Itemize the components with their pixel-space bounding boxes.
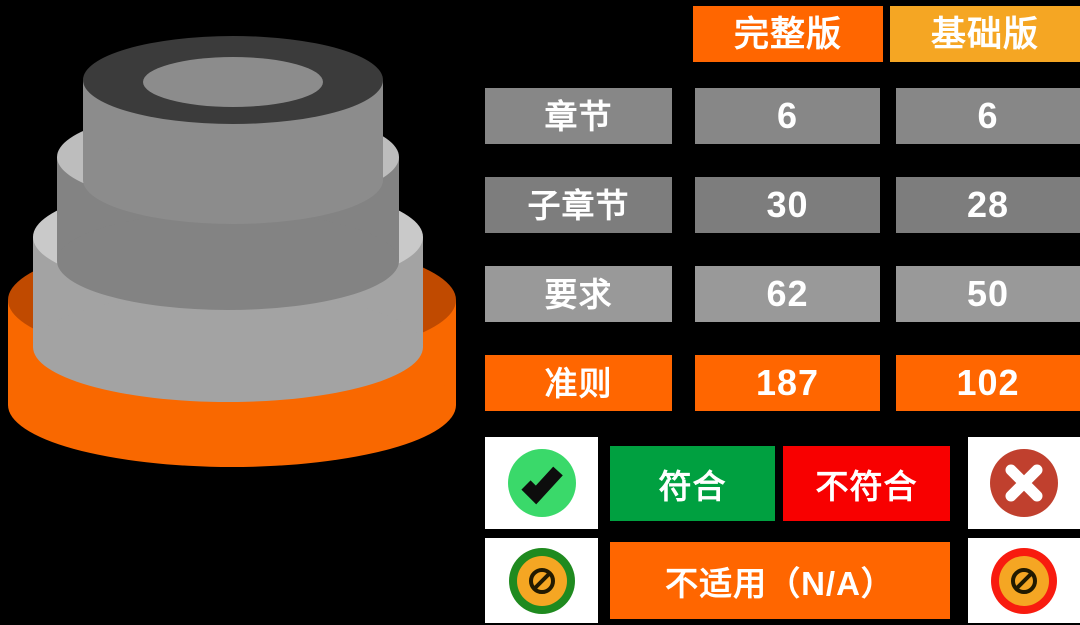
row-label-requirements: 要求 bbox=[485, 266, 672, 322]
legend-row-compliance: 符合 不符合 bbox=[485, 437, 1080, 529]
green-check-circle-icon bbox=[507, 449, 576, 517]
row-value-criteria-full: 187 bbox=[695, 355, 880, 411]
legend-label-pass: 符合 bbox=[610, 446, 775, 521]
red-ring-prohibited-tile bbox=[968, 538, 1080, 623]
legend-label-fail: 不符合 bbox=[783, 446, 950, 521]
tiered-layers-3d-graphic bbox=[0, 0, 480, 520]
row-value-subchapters-full: 30 bbox=[695, 177, 880, 233]
legend-row-not-applicable: 不适用（N/A） bbox=[485, 538, 1080, 623]
tier-top bbox=[83, 36, 383, 224]
red-ring-prohibited-icon bbox=[991, 547, 1057, 614]
table-row: 子章节 30 28 bbox=[485, 177, 1080, 233]
row-value-chapters-basic: 6 bbox=[896, 88, 1080, 144]
row-label-criteria: 准则 bbox=[485, 355, 672, 411]
red-cross-tile bbox=[968, 437, 1080, 529]
red-cross-circle-icon bbox=[990, 449, 1058, 517]
row-value-criteria-basic: 102 bbox=[896, 355, 1080, 411]
table-row: 要求 62 50 bbox=[485, 266, 1080, 322]
comparison-table: 完整版 基础版 章节 6 6 子章节 30 28 要求 62 50 准则 187… bbox=[485, 6, 1080, 414]
header-cell-full[interactable]: 完整版 bbox=[693, 6, 883, 62]
green-ring-prohibited-tile bbox=[485, 538, 598, 623]
green-check-tile bbox=[485, 437, 598, 529]
table-header-row: 完整版 基础版 bbox=[485, 6, 1080, 62]
row-label-chapters: 章节 bbox=[485, 88, 672, 144]
header-cell-blank bbox=[485, 6, 672, 62]
header-cell-basic[interactable]: 基础版 bbox=[890, 6, 1080, 62]
tiered-layers-icon bbox=[8, 36, 456, 467]
row-value-requirements-full: 62 bbox=[695, 266, 880, 322]
row-label-subchapters: 子章节 bbox=[485, 177, 672, 233]
green-ring-prohibited-icon bbox=[508, 547, 575, 614]
legend: 符合 不符合 不适用（N/A） bbox=[485, 437, 1080, 623]
table-row: 准则 187 102 bbox=[485, 355, 1080, 411]
row-value-requirements-basic: 50 bbox=[896, 266, 1080, 322]
row-value-subchapters-basic: 28 bbox=[896, 177, 1080, 233]
legend-label-not-applicable: 不适用（N/A） bbox=[610, 542, 950, 619]
row-value-chapters-full: 6 bbox=[695, 88, 880, 144]
table-row: 章节 6 6 bbox=[485, 88, 1080, 144]
